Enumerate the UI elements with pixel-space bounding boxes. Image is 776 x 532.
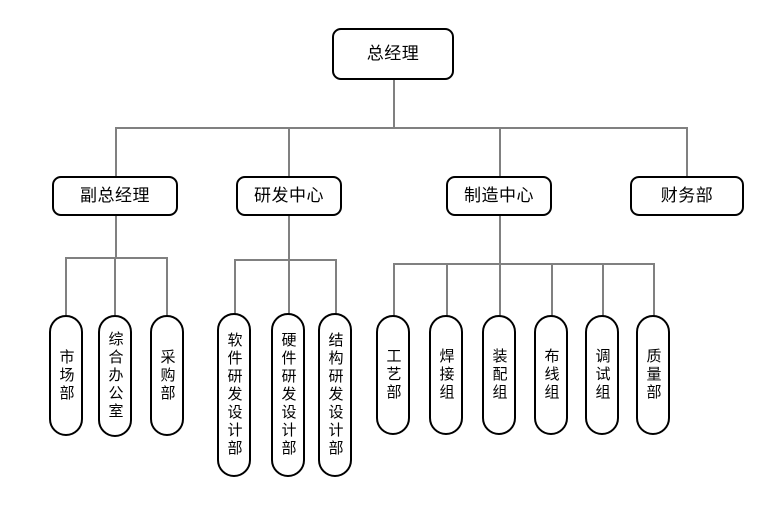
node-finance-department[interactable]: 财务部 — [630, 176, 744, 216]
connector-drop-hardware-rnd — [288, 259, 290, 314]
node-welding-group[interactable]: 焊接组 — [429, 315, 463, 435]
node-process-department-label: 工艺部 — [384, 348, 403, 402]
connector-drop-finance — [686, 127, 688, 176]
node-structure-rnd-department-label: 结构研发设计部 — [326, 332, 345, 458]
node-welding-group-label: 焊接组 — [437, 348, 456, 402]
connector-drop-wiring — [551, 263, 553, 316]
node-quality-department-label: 质量部 — [644, 348, 663, 402]
connector-drop-rnd — [288, 127, 290, 176]
node-software-rnd-department-label: 软件研发设计部 — [225, 332, 244, 458]
connector-deputy-gm-stem — [115, 215, 117, 258]
connector-drop-deputy-gm — [115, 127, 117, 176]
node-process-department[interactable]: 工艺部 — [376, 315, 410, 435]
connector-drop-manufacturing — [499, 127, 501, 176]
connector-drop-assembly — [499, 263, 501, 316]
connector-drop-software-rnd — [234, 259, 236, 314]
connector-manufacturing-stem — [499, 215, 501, 264]
node-rnd-center-label: 研发中心 — [254, 185, 324, 206]
node-marketing-department-label: 市场部 — [57, 348, 76, 403]
connector-drop-marketing — [65, 257, 67, 315]
node-general-office[interactable]: 综合办公室 — [98, 315, 132, 437]
node-assembly-group[interactable]: 装配组 — [482, 315, 516, 435]
node-quality-department[interactable]: 质量部 — [636, 315, 670, 435]
connector-root-stem — [393, 80, 395, 128]
node-manufacturing-center-label: 制造中心 — [464, 185, 534, 206]
connector-drop-debug — [602, 263, 604, 316]
connector-drop-process — [393, 263, 395, 316]
node-wiring-group[interactable]: 布线组 — [534, 315, 568, 435]
node-hardware-rnd-department[interactable]: 硬件研发设计部 — [271, 313, 305, 477]
node-manufacturing-center[interactable]: 制造中心 — [446, 176, 552, 216]
node-procurement-department-label: 采购部 — [158, 348, 177, 403]
node-debugging-group[interactable]: 调试组 — [585, 315, 619, 435]
node-debugging-group-label: 调试组 — [593, 348, 612, 402]
connector-drop-structure-rnd — [335, 259, 337, 314]
node-general-manager-label: 总经理 — [366, 43, 420, 64]
node-marketing-department[interactable]: 市场部 — [49, 315, 83, 436]
node-procurement-department[interactable]: 采购部 — [150, 315, 184, 436]
node-deputy-general-manager-label: 副总经理 — [80, 185, 150, 206]
connector-drop-quality — [653, 263, 655, 316]
node-structure-rnd-department[interactable]: 结构研发设计部 — [318, 313, 352, 477]
connector-level2-bus — [116, 127, 688, 129]
node-finance-department-label: 财务部 — [660, 185, 714, 206]
connector-rnd-bus — [234, 259, 337, 261]
node-wiring-group-label: 布线组 — [542, 348, 561, 402]
node-rnd-center[interactable]: 研发中心 — [236, 176, 342, 216]
node-deputy-general-manager[interactable]: 副总经理 — [52, 176, 178, 216]
node-general-office-label: 综合办公室 — [106, 331, 125, 421]
connector-drop-welding — [446, 263, 448, 316]
connector-rnd-stem — [288, 215, 290, 260]
connector-manufacturing-bus — [393, 263, 654, 265]
node-general-manager[interactable]: 总经理 — [332, 28, 454, 80]
node-software-rnd-department[interactable]: 软件研发设计部 — [217, 313, 251, 477]
connector-deputy-gm-bus — [65, 257, 168, 259]
node-hardware-rnd-department-label: 硬件研发设计部 — [279, 332, 298, 458]
node-assembly-group-label: 装配组 — [490, 348, 509, 402]
connector-drop-general-office — [114, 257, 116, 315]
connector-drop-procurement — [166, 257, 168, 315]
